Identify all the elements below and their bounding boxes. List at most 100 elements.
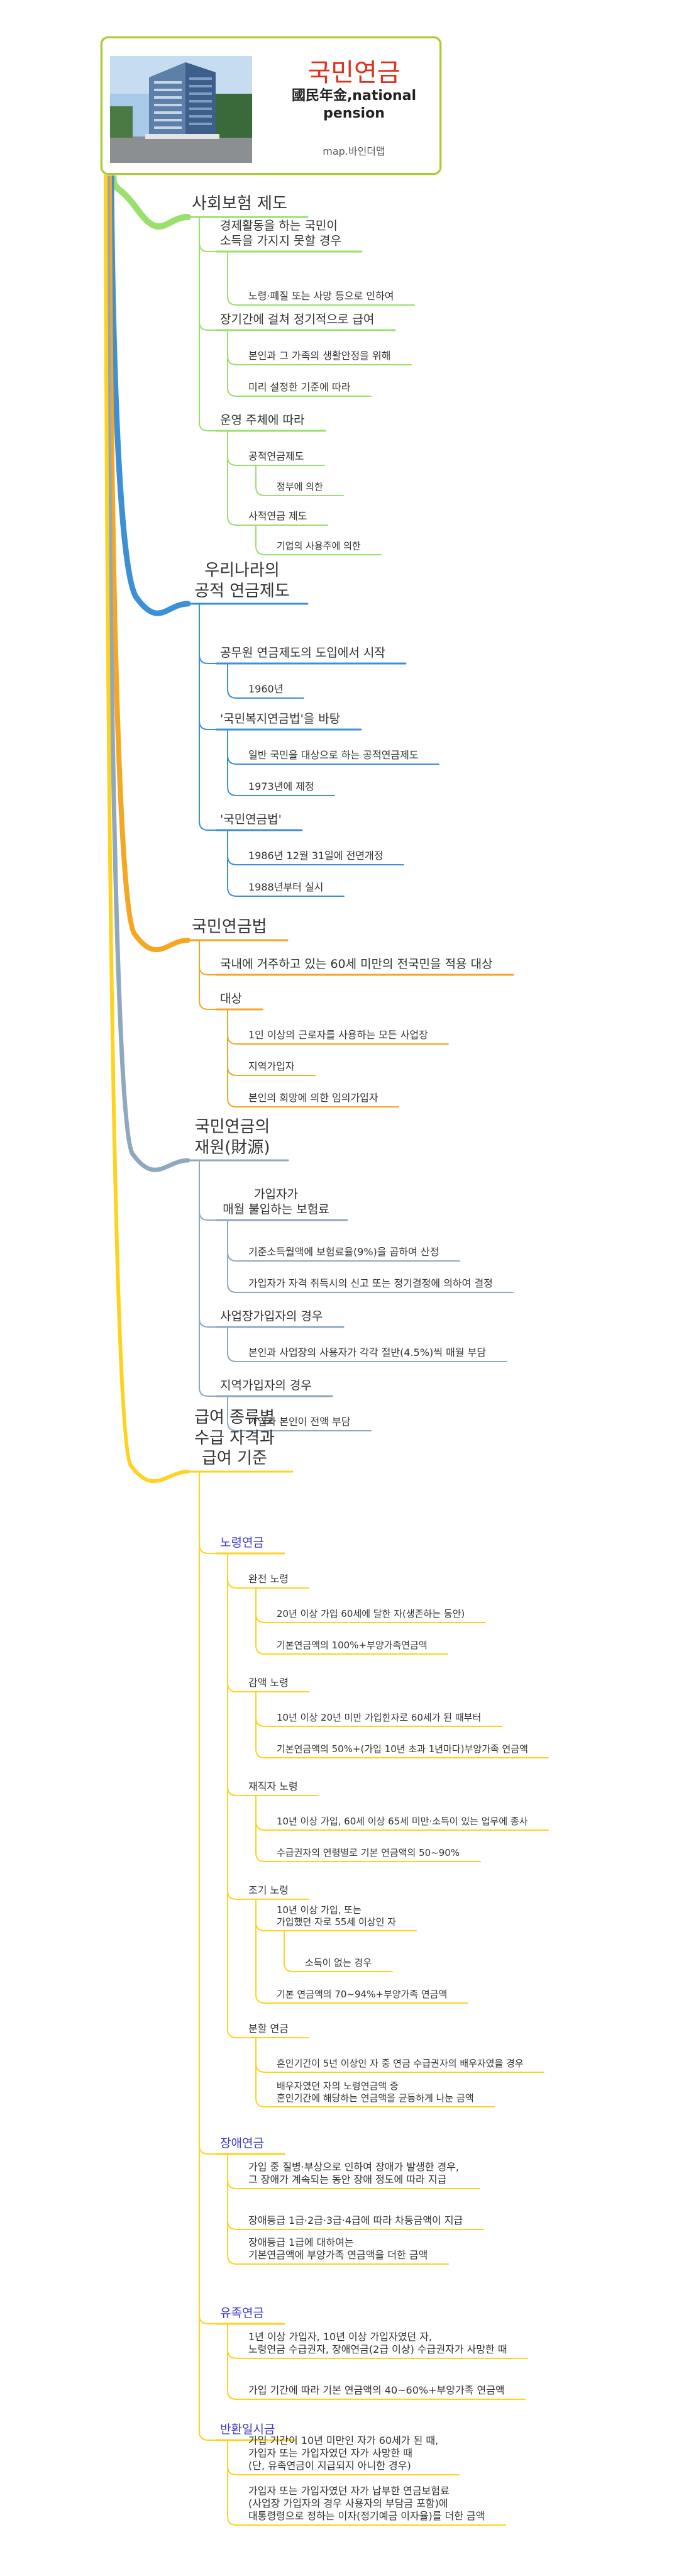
root-credit: map.바인더맵 (323, 145, 385, 157)
topic-node[interactable]: 공무원 연금제도의 도입에서 시작 (220, 646, 385, 660)
topic-node[interactable]: 장애등급 1급·2급·3급·4급에 따라 차등금액이 지급 (248, 2214, 463, 2226)
topic-node[interactable]: 노령·폐질 또는 사망 등으로 인하여 (248, 290, 394, 302)
topic-node[interactable]: 대상 (220, 992, 242, 1006)
topic-node[interactable]: 기본 연금액의 70~94%+부양가족 연금액 (277, 1989, 448, 2000)
topic-node[interactable]: '국민복지연금법'을 바탕 (220, 712, 341, 726)
branch-connector (227, 729, 245, 796)
topic-node[interactable]: 본인과 사업장의 사용자가 각각 절반(4.5%)씩 매월 부담 (248, 1346, 487, 1358)
topic-node[interactable]: 가입 기간에 따라 기본 연금액의 40~60%+부양가족 연금액 (248, 2384, 505, 2396)
topic-node[interactable]: 장애등급 1급에 대하여는 기본연금액에 부양가족 연금액을 더한 금액 (248, 2236, 428, 2261)
branch-connector (227, 2153, 245, 2265)
topic-node[interactable]: 1973년에 제정 (248, 780, 314, 792)
section-node[interactable]: 우리나라의 공적 연금제도 (194, 561, 290, 601)
topic-node[interactable]: 국내에 거주하고 있는 60세 미만의 전국민을 적용 대상 (220, 957, 493, 971)
root-title: 국민연금 (307, 58, 400, 87)
topic-node[interactable]: 감액 노령 (248, 1677, 289, 1689)
topic-node[interactable]: 일반 국민을 대상으로 하는 공적연금제도 (248, 749, 419, 761)
branch-connector (227, 2440, 245, 2526)
branch-connector (227, 330, 245, 397)
topic-node[interactable]: 사업장가입자의 경우 (220, 1309, 323, 1323)
branch-connector (227, 1326, 245, 1362)
branch-connector (227, 2323, 245, 2400)
topic-node[interactable]: 조기 노령 (248, 1884, 289, 1896)
topic-node[interactable]: 장애연금 (220, 2136, 264, 2150)
branch-connector (255, 1587, 273, 1655)
topic-node[interactable]: 가입자가 자격 취득시의 신고 또는 정기결정에 의하여 결정 (248, 1277, 493, 1289)
topic-node[interactable]: 가입자 본인이 전액 부담 (248, 1416, 351, 1428)
topic-node[interactable]: 지역가입자 (248, 1060, 295, 1072)
topic-node[interactable]: 정부에 의한 (277, 481, 323, 492)
branch-connector (284, 1930, 302, 1972)
topic-node[interactable]: 수급권자의 연령별로 기본 연금액의 50~90% (277, 1847, 460, 1858)
branch-connector (255, 1691, 273, 1758)
branch-connector (199, 1471, 217, 2441)
root-node[interactable]: 국민연금 國民年金,national pension map.바인더맵 (101, 36, 441, 175)
branch-connector (199, 216, 217, 431)
branch-connector (227, 830, 245, 897)
topic-node[interactable]: 사적연금 제도 (248, 510, 307, 522)
topic-node[interactable]: 10년 이상 가입, 또는 가입했던 자로 55세 이상인 자 (277, 1904, 396, 1928)
topic-node[interactable]: 기본연금액의 50%+(가입 10년 초과 1년마다)부양가족 연금액 (277, 1743, 528, 1755)
topic-node[interactable]: 기업의 사용주에 의한 (277, 540, 361, 552)
topic-node[interactable]: 경제활동을 하는 국민이 소득을 가지지 못할 경우 (220, 219, 341, 248)
topic-node[interactable]: 미리 설정한 기준에 따라 (248, 381, 351, 393)
main-branch (104, 168, 190, 1484)
section-node[interactable]: 급여 종류별 수급 자격과 급여 기준 (194, 1408, 275, 1468)
topic-node[interactable]: 재직자 노령 (248, 1780, 298, 1792)
branch-connector (199, 940, 217, 1010)
root-subtitle: 國民年金,national pension (291, 88, 417, 122)
branch-connector (227, 1553, 245, 2038)
topic-node[interactable]: 운영 주체에 따라 (220, 413, 305, 427)
topic-node[interactable]: 배우자였던 자의 노령연금액 중 혼인기간에 해당하는 연금액을 균등하게 나눈… (277, 2080, 474, 2104)
topic-node[interactable]: 기본연금액의 100%+부양가족연금액 (277, 1640, 428, 1651)
topic-node[interactable]: 장기간에 걸쳐 정기적으로 급여 (220, 313, 375, 326)
topic-node[interactable]: 완전 노령 (248, 1573, 289, 1585)
branch-connector (227, 1009, 245, 1108)
branch-connector (227, 430, 245, 526)
topic-node[interactable]: 가입자 또는 가입자였던 자가 납부한 연금보험료 (사업장 가입자의 경우 사… (248, 2485, 485, 2522)
branch-connector (227, 251, 245, 306)
topic-node[interactable]: 10년 이상 가입, 60세 이상 65세 미만·소득이 있는 업무에 종사 (277, 1816, 528, 1827)
branch-connector (255, 1899, 273, 2004)
topic-node[interactable]: 1인 이상의 근로자를 사용하는 모든 사업장 (248, 1029, 428, 1041)
topic-node[interactable]: 노령연금 (220, 1536, 264, 1550)
section-node[interactable]: 사회보험 제도 (192, 194, 287, 213)
branch-connector (199, 603, 217, 831)
branch-connector (255, 525, 273, 555)
topic-node[interactable]: 기준소득월액에 보험료율(9%)을 곱하여 산정 (248, 1246, 439, 1258)
topic-node[interactable]: 분할 연금 (248, 2023, 289, 2035)
topic-node[interactable]: 혼인기간이 5년 이상인 자 중 연금 수급권자의 배우자였을 경우 (277, 2058, 524, 2069)
topic-node[interactable]: 본인과 그 가족의 생활안정을 위해 (248, 350, 391, 362)
topic-node[interactable]: 소득이 없는 경우 (305, 1957, 372, 1968)
section-node[interactable]: 국민연금법 (192, 918, 267, 936)
topic-node[interactable]: 가입 중 질병·부상으로 인하여 장애가 발생한 경우, 그 장애가 계속되는 … (248, 2161, 460, 2185)
main-branch (110, 167, 191, 230)
topic-node[interactable]: 1986년 12월 31일에 전면개정 (248, 850, 384, 862)
topic-node[interactable]: 지역가입자의 경우 (220, 1379, 312, 1392)
topic-node[interactable]: 10년 이상 20년 미만 가입한자로 60세가 된 때부터 (277, 1712, 482, 1723)
main-branch (105, 167, 190, 1172)
topic-node[interactable]: 유족연금 (220, 2306, 264, 2320)
topic-node[interactable]: '국민연금법' (220, 813, 282, 826)
branch-connector (255, 2037, 273, 2107)
topic-node[interactable]: 1년 이상 가입자, 10년 이상 가입자였던 자, 노령연금 수급권자, 장애… (248, 2331, 507, 2355)
topic-node[interactable]: 공적연금제도 (248, 450, 304, 462)
topic-node[interactable]: 20년 이상 가입 60세에 달한 자(생존하는 동안) (277, 1608, 465, 1619)
topic-node[interactable]: 가입 기간이 10년 미만인 자가 60세가 된 때, 가입자 또는 가입자였던… (248, 2434, 439, 2472)
branch-connector (227, 1396, 245, 1431)
topic-node[interactable]: 본인의 희망에 의한 임의가입자 (248, 1092, 378, 1104)
building-photo-icon (110, 56, 252, 163)
topic-node[interactable]: 1988년부터 실시 (248, 881, 324, 893)
branch-connector (227, 1219, 245, 1293)
section-node[interactable]: 국민연금의 재원(財源) (194, 1118, 270, 1157)
branch-connector (255, 465, 273, 496)
branch-connector (199, 1160, 217, 1397)
branch-connector (255, 1795, 273, 1862)
topic-node[interactable]: 반환일시금 (220, 2423, 275, 2436)
topic-node[interactable]: 가입자가 매월 불입하는 보험료 (223, 1187, 329, 1216)
branch-connector (227, 663, 245, 699)
topic-node[interactable]: 1960년 (248, 683, 284, 695)
